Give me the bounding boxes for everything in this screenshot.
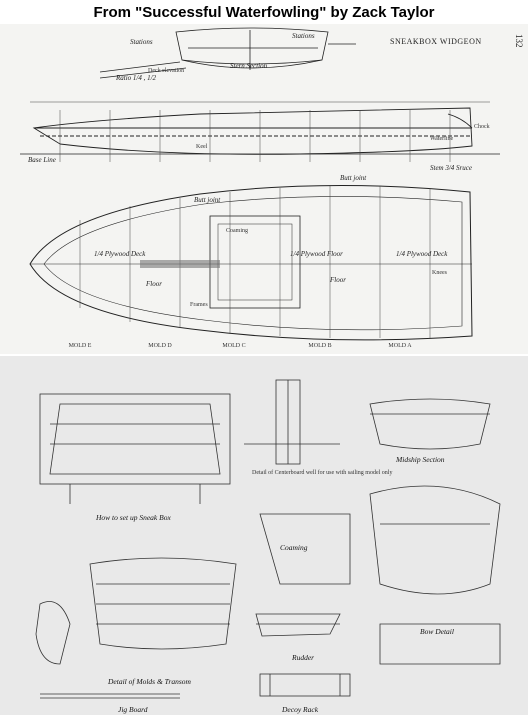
jig-board-drawing: [40, 693, 180, 699]
floor-right-label: Floor: [329, 276, 346, 284]
coaming-caption: Coaming: [280, 543, 308, 552]
rudder-caption: Rudder: [291, 653, 314, 662]
base-line-label: Base Line: [28, 156, 56, 164]
centerboard-drawing: [244, 379, 340, 465]
ratio-label: Ratio 1/4 , 1/2: [115, 74, 157, 82]
butt-joint-1-label: Butt joint: [194, 196, 221, 204]
bow-detail-drawing: [369, 485, 501, 665]
bow-detail-caption: Bow Detail: [420, 627, 454, 636]
mold-c-label: MOLD C: [222, 343, 245, 349]
plan-drawing: SNEAKBOX WIDGEON 132 Stations Stations S…: [0, 24, 528, 715]
molds-drawing: [35, 557, 237, 665]
decoy-rack-drawing: [259, 673, 351, 697]
side-profile: [20, 107, 500, 155]
set-up-caption: How to set up Sneak Box: [95, 513, 171, 522]
rudder-drawing: [255, 613, 341, 637]
mold-e-label: MOLD E: [69, 343, 92, 349]
chock-label: Chock: [474, 124, 490, 130]
side-title: SNEAKBOX WIDGEON: [390, 37, 482, 46]
stem-label: Stem 3/4 Sruce: [430, 164, 472, 172]
mold-b-label: MOLD B: [308, 343, 331, 349]
frames-label: Frames: [190, 302, 208, 308]
knees-label: Knees: [432, 270, 448, 276]
molds-caption: Detail of Molds & Transom: [107, 677, 192, 686]
page-number: 132: [514, 34, 524, 48]
stern-section: [99, 27, 356, 79]
mold-d-label: MOLD D: [148, 343, 172, 349]
decoy-rack-caption: Decoy Rack: [281, 705, 319, 714]
midship-caption: Midship Section: [395, 455, 445, 464]
waterline-label: Waterline: [430, 136, 454, 142]
plywood-deck-right-label: 1/4 Plywood Deck: [396, 250, 448, 258]
stations-right-label: Stations: [292, 32, 315, 40]
coaming-drawing: [259, 513, 351, 585]
butt-joint-2-label: Butt joint: [340, 174, 367, 182]
set-up-drawing: [39, 393, 231, 504]
centerboard-caption: Detail of Centerboard well for use with …: [252, 469, 392, 476]
stern-section-label: Stern Section: [230, 62, 268, 70]
midship-section-drawing: [369, 398, 491, 450]
mold-a-label: MOLD A: [388, 343, 412, 349]
coaming-label: Coaming: [226, 228, 248, 234]
plywood-floor-label: 1/4 Plywood Floor: [290, 250, 343, 258]
plan-sheet: SNEAKBOX WIDGEON 132 Stations Stations S…: [0, 24, 528, 715]
keel-label: Keel: [196, 144, 208, 150]
stations-left-label: Stations: [130, 38, 153, 46]
deck-elevation-label: Deck elevation: [148, 68, 184, 74]
decking-strip: [140, 260, 220, 268]
bottom-details-background: [0, 356, 528, 715]
profile-station-lines: [30, 101, 490, 162]
page-title: From "Successful Waterfowling" by Zack T…: [93, 3, 435, 21]
plywood-deck-left-label: 1/4 Plywood Deck: [94, 250, 146, 258]
floor-left-label: Floor: [145, 280, 162, 288]
top-plan-background: [0, 24, 528, 354]
jig-board-caption: Jig Board: [118, 705, 148, 714]
